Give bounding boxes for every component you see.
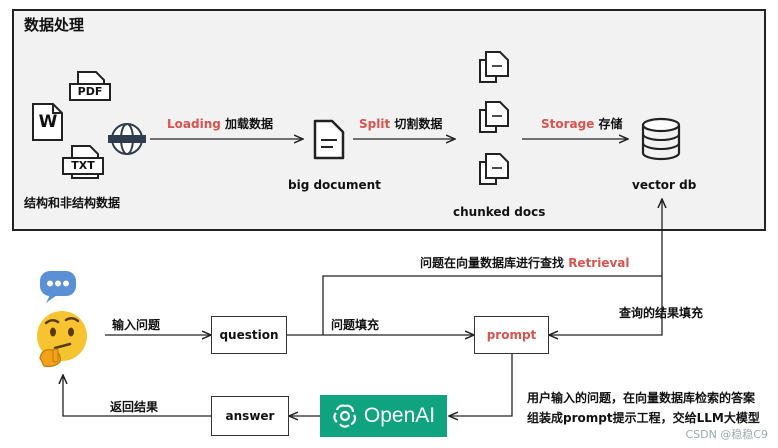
- loading-zh: 加载数据: [220, 117, 274, 131]
- storage-zh: 存储: [594, 117, 623, 131]
- data-processing-panel: [12, 9, 766, 231]
- loading-label: Loading 加载数据: [167, 115, 273, 132]
- retrieval-zh: 问题在向量数据库进行查找: [420, 256, 569, 270]
- storage-en: Storage: [541, 117, 595, 131]
- document-icon: [313, 119, 345, 160]
- split-en: Split: [359, 117, 391, 131]
- query-fill-label: 查询的结果填充: [619, 306, 704, 320]
- vector-db-label: vector db: [632, 178, 697, 192]
- database-icon: [641, 117, 681, 161]
- question-fill-label: 问题填充: [331, 318, 380, 332]
- word-file-icon: [32, 103, 63, 141]
- chunk-doc-icon: [479, 153, 509, 185]
- openai-label: OpenAI: [363, 404, 436, 427]
- input-question-label: 输入问题: [112, 318, 161, 332]
- storage-label: Storage 存储: [541, 115, 623, 132]
- answer-node: answer: [211, 396, 289, 436]
- openai-logo-icon: [333, 404, 356, 428]
- return-result-line: [63, 375, 211, 417]
- txt-file-icon: [62, 145, 104, 179]
- sources-label: 结构和非结构数据: [24, 196, 121, 210]
- globe-icon: [108, 123, 146, 155]
- openai-node: OpenAI: [320, 395, 447, 437]
- note-line-2: 组装成prompt提示工程，交给LLM大模型: [527, 411, 760, 425]
- pdf-file-icon: [69, 71, 111, 101]
- retrieval-en: Retrieval: [568, 256, 630, 270]
- prompt-node: prompt: [474, 316, 549, 354]
- speech-bubble-icon: [40, 271, 76, 303]
- pdf-file-label: PDF: [77, 85, 103, 98]
- panel-title: 数据处理: [24, 16, 85, 34]
- query-fill-line: [549, 318, 663, 335]
- split-zh: 切割数据: [390, 117, 443, 131]
- prompt-to-openai-line: [449, 352, 513, 416]
- return-result-label: 返回结果: [110, 400, 159, 414]
- txt-file-label: TXT: [71, 159, 95, 172]
- retrieval-line: [322, 275, 662, 335]
- chunked-docs-label: chunked docs: [453, 205, 546, 219]
- chunk-doc-icon: [479, 51, 509, 83]
- question-node: question: [211, 316, 287, 354]
- chunk-doc-icon: [479, 101, 509, 133]
- split-label: Split 切割数据: [359, 115, 442, 132]
- big-document-label: big document: [288, 178, 381, 192]
- word-file-label: W: [38, 112, 58, 132]
- note-line-1: 用户输入的问题，在向量数据库检索的答案: [527, 391, 756, 405]
- thinking-face-icon: [37, 311, 87, 368]
- retrieval-label: 问题在向量数据库进行查找 Retrieval: [420, 254, 630, 271]
- loading-en: Loading: [167, 117, 221, 131]
- watermark: CSDN @稳稳C9: [685, 428, 768, 441]
